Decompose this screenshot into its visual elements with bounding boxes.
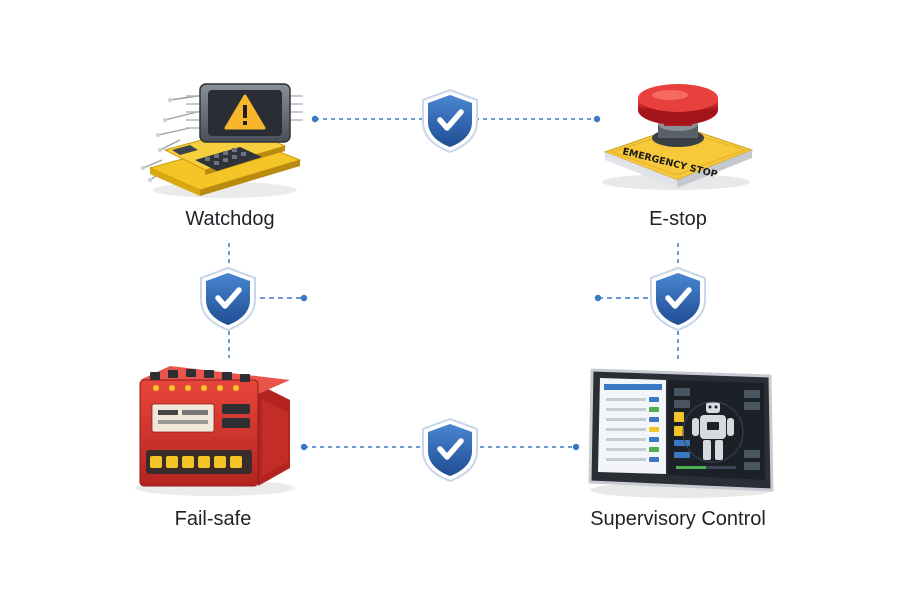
node-label-supervisory-control: Supervisory Control [590,508,766,530]
watchdog-chip-warning-icon [140,83,303,198]
connector-watchdog-estop [311,115,601,123]
shield-check-icon [201,268,255,330]
shield-check-icon [423,419,477,481]
tablet-robot-dashboard-icon [588,368,774,498]
shield-check-icon [423,90,477,152]
node-label-failsafe: Fail-safe [174,508,252,530]
shield-check-icon [651,268,705,330]
emergency-stop-button-icon: EMERGENCY STOP [602,84,754,190]
node-label-watchdog: Watchdog [185,208,275,230]
node-label-estop: E-stop [649,208,707,230]
safety-relay-module-icon [135,366,295,496]
